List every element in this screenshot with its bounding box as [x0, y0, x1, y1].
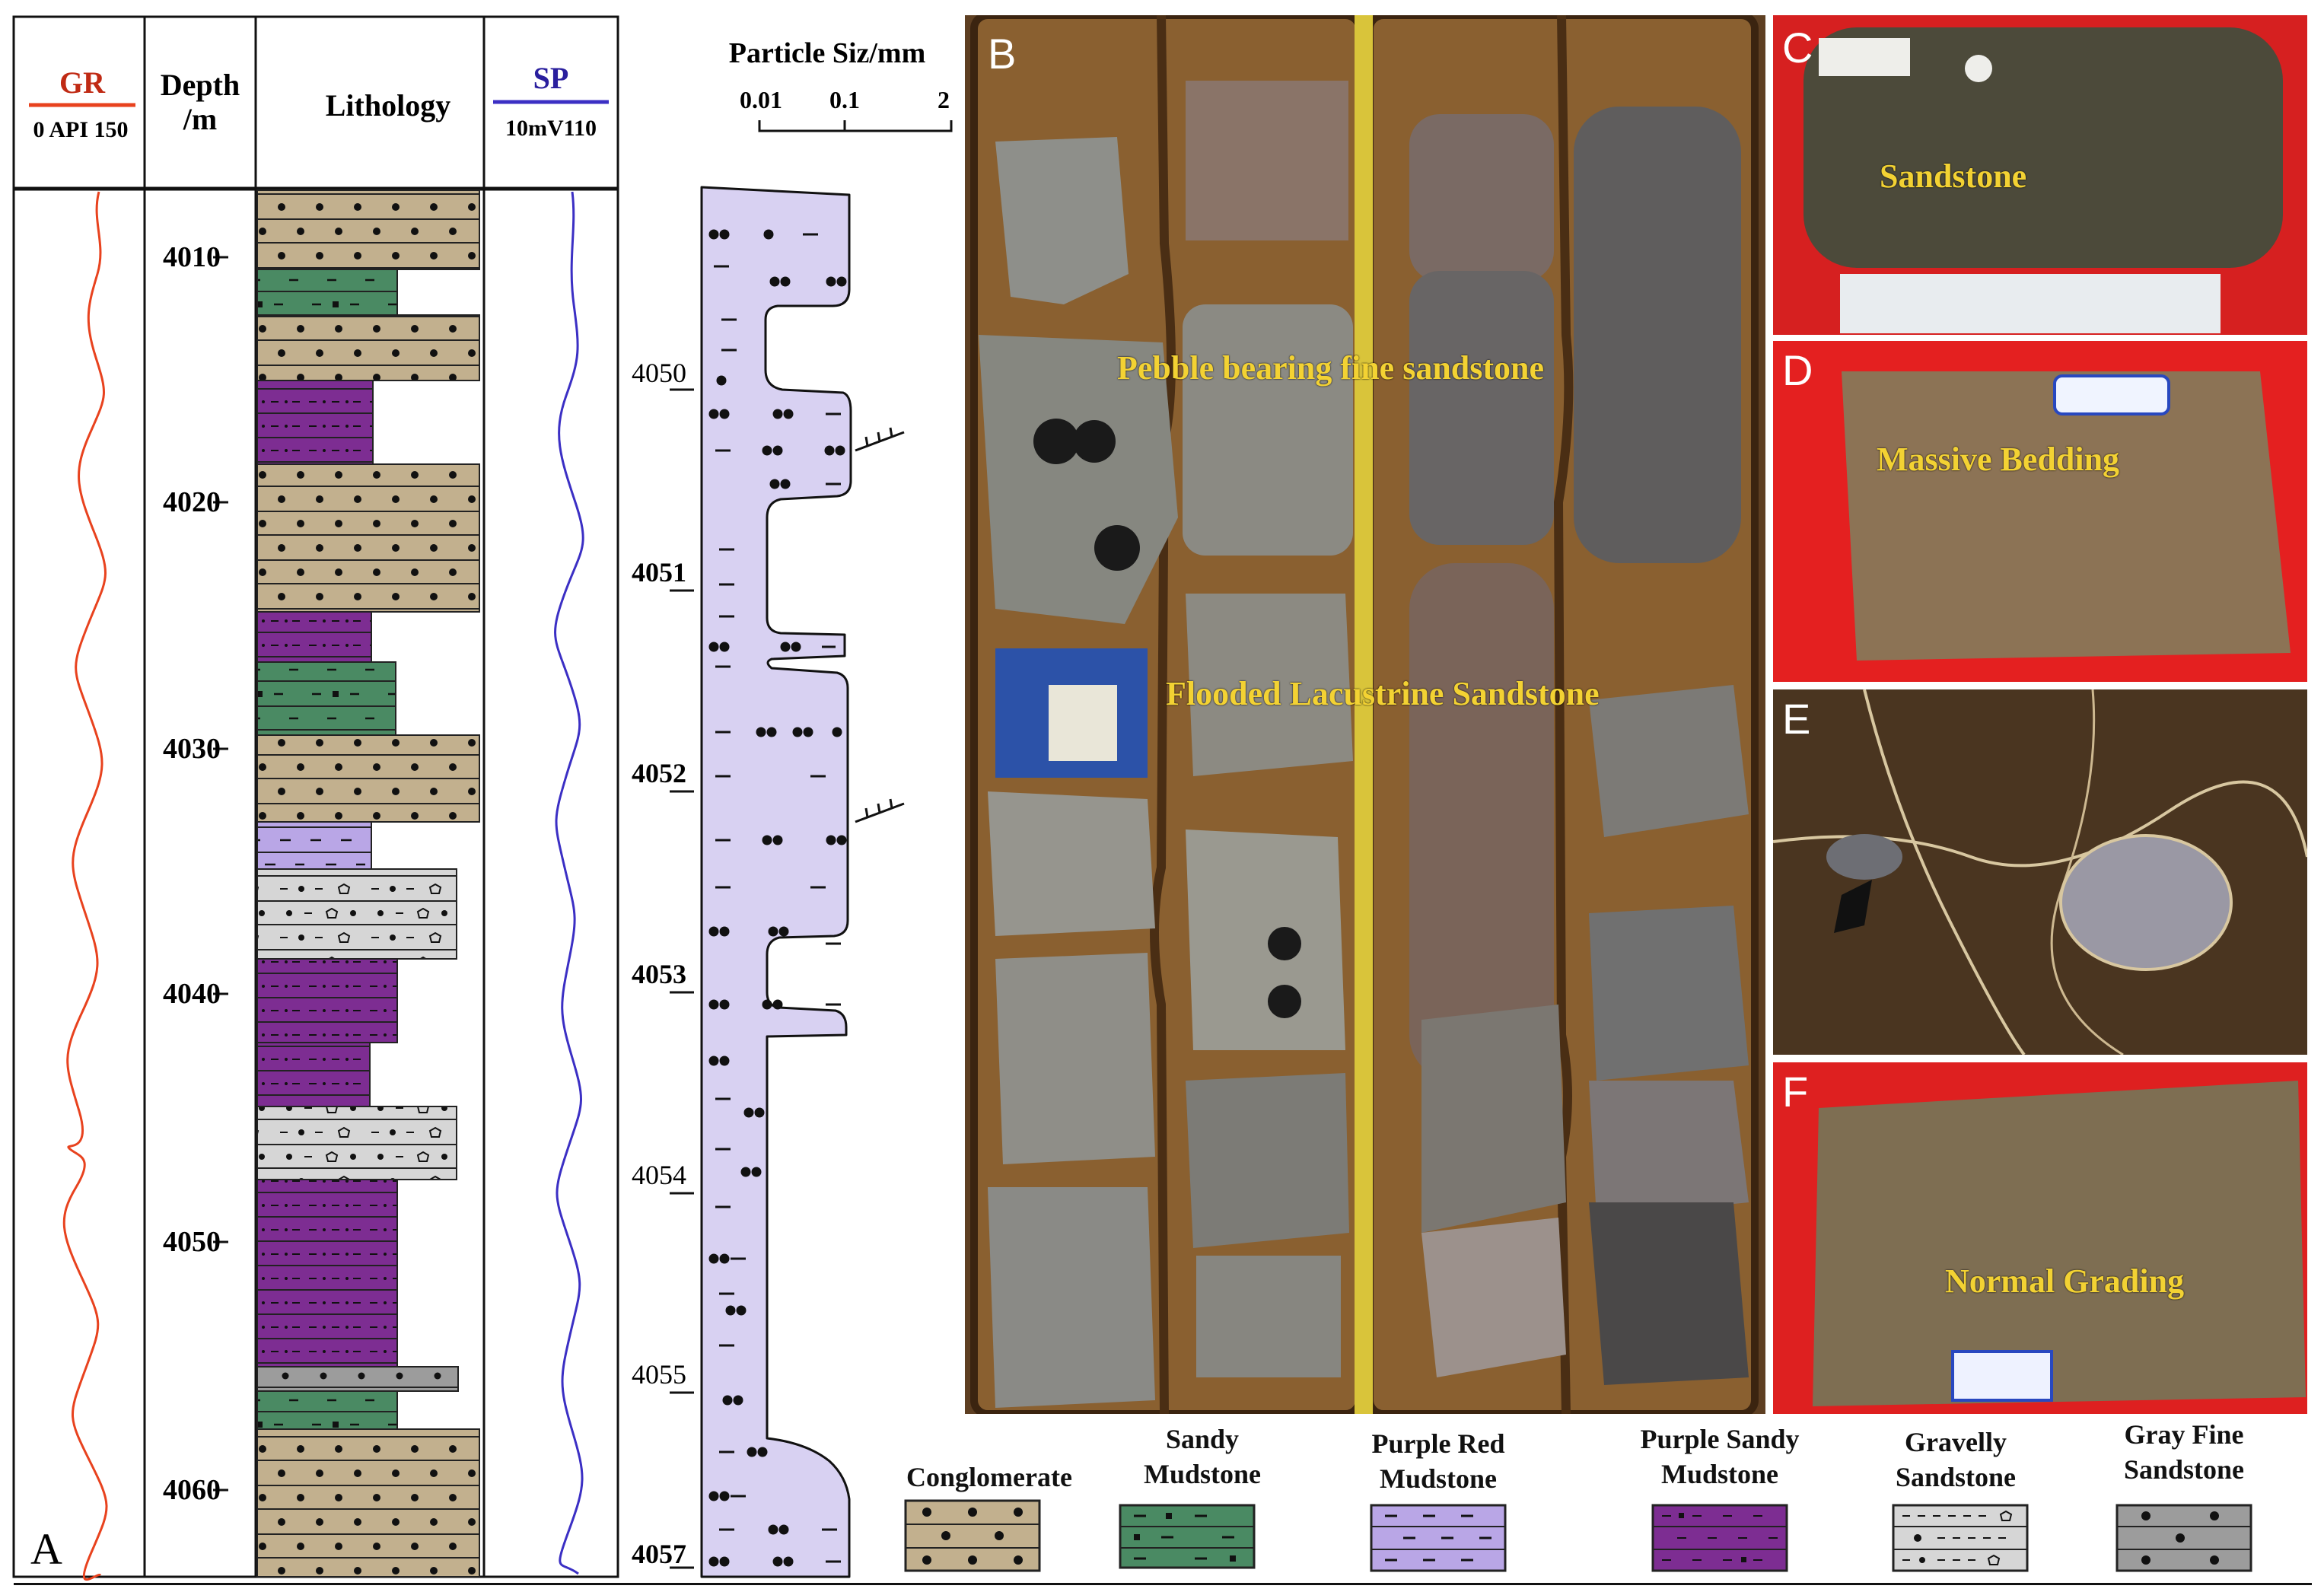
litho-purple-sandy-mudstone — [256, 1179, 398, 1368]
gr-title: GR — [59, 65, 106, 100]
depth-tick-4060: 4060 — [163, 1474, 221, 1506]
scale-tick-0.01: 0.01 — [740, 86, 782, 113]
thin-section-photo: E — [1773, 689, 2307, 1055]
grain-depth-axis — [670, 388, 694, 1569]
gr-scale: 0 API 150 — [33, 117, 128, 142]
photo-c-label: Sandstone — [1880, 158, 2027, 195]
panel-d-letter: D — [1782, 346, 1813, 394]
litho-sandy-mudstone — [256, 661, 396, 736]
grain-depth-4055: 4055 — [632, 1359, 686, 1390]
litho-conglomerate — [256, 463, 480, 613]
massive-bedding-photo: D Massive Bedding — [1773, 341, 2307, 682]
sp-scale: 10mV110 — [505, 116, 597, 141]
litho-conglomerate — [256, 189, 480, 270]
litho-purple-sandy-mudstone — [256, 1042, 371, 1107]
lithology-column — [256, 189, 480, 1578]
legend-swatch-sandy-mudstone — [1119, 1504, 1256, 1569]
panel-f-letter: F — [1782, 1068, 1809, 1116]
litho-purple-sandy-mudstone — [256, 958, 398, 1043]
litho-conglomerate — [256, 314, 480, 381]
grain-profile — [700, 186, 852, 1578]
lithology-title: Lithology — [326, 88, 450, 123]
well-log-panel: GR 0 API 150 Depth /m Lithology SP 10mV1… — [12, 15, 619, 1581]
normal-grading-photo: F Normal Grading — [1773, 1062, 2307, 1414]
grain-depth-4050: 4050 — [632, 358, 686, 388]
litho-conglomerate — [256, 1428, 480, 1578]
grain-depth-4051: 4051 — [632, 557, 686, 587]
depth-tick-4020: 4020 — [163, 486, 221, 518]
litho-sandy-mudstone — [256, 269, 398, 316]
gr-curve — [62, 191, 108, 1581]
depth-tick-4030: 4030 — [163, 733, 221, 765]
litho-purple-red-mudstone — [256, 821, 372, 870]
sp-title: SP — [533, 61, 569, 95]
litho-purple-sandy-mudstone — [256, 611, 372, 663]
depth-tick-4010: 4010 — [163, 241, 221, 273]
panel-a-letter: A — [30, 1524, 62, 1574]
core-box-photo: B Pebble bearing fine sandstone Flooded … — [965, 15, 1765, 1414]
litho-conglomerate — [256, 734, 480, 823]
sp-curve — [554, 191, 584, 1575]
sandstone-photo: C Sandstone — [1773, 15, 2307, 335]
panel-c-letter: C — [1782, 24, 1813, 72]
legend-label-conglomerate: Conglomerate — [906, 1462, 1072, 1492]
photo-f-label: Normal Grading — [1945, 1262, 2185, 1300]
grain-size-column: Particle Siz/mm 0.01 0.1 2 — [632, 37, 953, 1578]
depth-tick-4040: 4040 — [163, 978, 221, 1010]
depth-tick-4050: 4050 — [163, 1226, 221, 1258]
scale-tick-2: 2 — [938, 86, 950, 113]
litho-gravelly-sandstone — [256, 868, 457, 960]
legend-swatch-conglomerate — [904, 1499, 1041, 1572]
particle-size-header: Particle Siz/mm — [729, 37, 926, 69]
grain-depth-4054: 4054 — [632, 1160, 686, 1190]
legend-swatch-purple-sandy-mudstone — [1651, 1504, 1788, 1572]
litho-purple-sandy-mudstone — [256, 380, 374, 465]
grain-symbols — [708, 229, 847, 1567]
panel-b-letter: B — [988, 30, 1017, 78]
figure-bottom-border — [14, 1583, 2312, 1585]
legend-swatch-gravelly-sandstone — [1892, 1504, 2029, 1572]
grain-depth-4053: 4053 — [632, 959, 686, 989]
depth-title: Depth — [161, 68, 240, 102]
litho-gravelly-sandstone — [256, 1106, 457, 1180]
legend-swatch-gray-fine-sandstone — [2115, 1504, 2252, 1572]
scale-tick-0.1: 0.1 — [829, 86, 860, 113]
legend-swatch-purple-red-mudstone — [1370, 1504, 1507, 1572]
photo-d-label: Massive Bedding — [1877, 441, 2120, 478]
depth-unit: /m — [183, 102, 217, 136]
grain-depth-4057: 4057 — [632, 1539, 686, 1569]
litho-sandy-mudstone — [256, 1390, 398, 1430]
photo-b-label-flooded: Flooded Lacustrine Sandstone — [1166, 675, 1600, 712]
depth-axis: 4010 4020 4030 4040 4050 4060 — [163, 241, 228, 1506]
grain-depth-4052: 4052 — [632, 758, 686, 788]
litho-gray-fine-sandstone — [256, 1366, 459, 1392]
photo-b-label-pebble: Pebble bearing fine sandstone — [1117, 349, 1545, 387]
panel-e-letter: E — [1782, 695, 1811, 743]
